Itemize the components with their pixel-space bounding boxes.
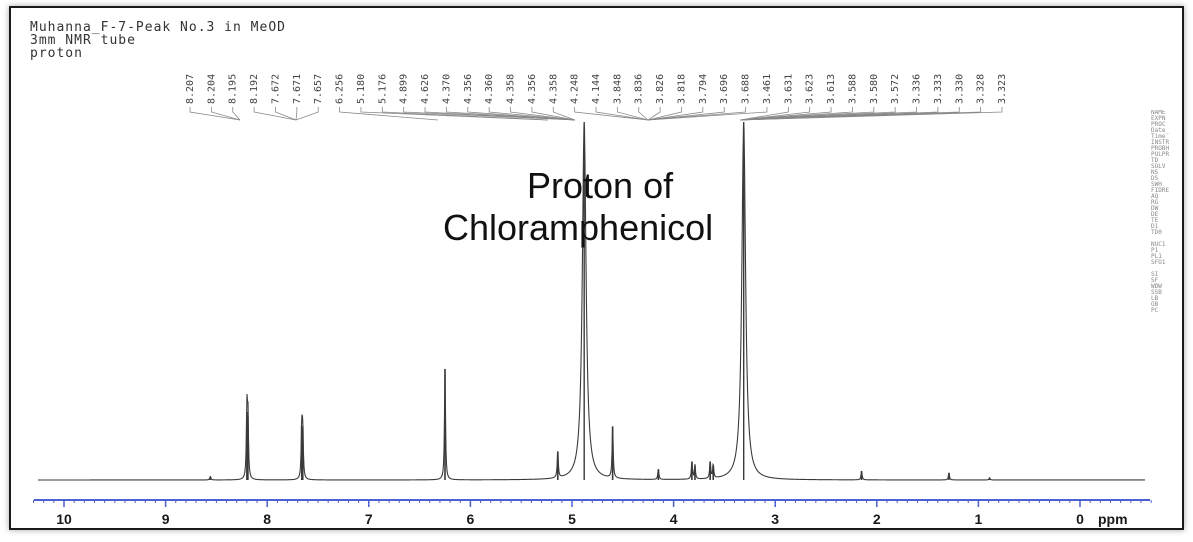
spectrum-trace-group bbox=[38, 122, 1145, 481]
peak-leader-line bbox=[295, 107, 319, 121]
x-tick-label: 10 bbox=[56, 511, 72, 527]
peak-value-label: 3.323 bbox=[997, 74, 1008, 104]
x-axis-unit-label: ppm bbox=[1098, 511, 1128, 527]
annotation-line-1: Proton of bbox=[527, 165, 674, 206]
peak-value-label: 5.180 bbox=[356, 74, 367, 104]
peak-value-label: 8.204 bbox=[206, 74, 217, 104]
peak-leader-line bbox=[638, 107, 649, 121]
x-tick-label: 6 bbox=[467, 511, 475, 527]
peak-value-label: 3.688 bbox=[741, 74, 752, 104]
peak-label-group: 8.207 8.204 8.195 8.192 7.672 7.671 7.657 6.256… bbox=[185, 74, 1008, 104]
peak-leader-line bbox=[739, 107, 789, 121]
peak-leader-line bbox=[381, 107, 549, 121]
x-tick-label: 5 bbox=[568, 511, 576, 527]
peak-value-label: 3.848 bbox=[612, 74, 623, 104]
peak-value-label: 8.195 bbox=[228, 74, 239, 104]
peak-leader-line bbox=[295, 107, 298, 121]
peak-value-label: 3.613 bbox=[826, 74, 837, 104]
peak-value-label: 4.356 bbox=[527, 74, 538, 104]
peak-value-label: 3.330 bbox=[954, 74, 965, 104]
peak-leader-line bbox=[647, 107, 682, 121]
peak-value-label: 3.631 bbox=[783, 74, 794, 104]
peak-value-label: 3.623 bbox=[805, 74, 816, 104]
peak-leader-line bbox=[647, 107, 768, 121]
peak-value-label: 7.657 bbox=[313, 74, 324, 104]
annotation-text: Proton of Chloramphenicol bbox=[443, 165, 813, 249]
peak-value-label: 3.794 bbox=[698, 74, 709, 104]
peak-value-label: 4.356 bbox=[463, 74, 474, 104]
peak-value-label: 3.580 bbox=[869, 74, 880, 104]
peak-value-label: 3.328 bbox=[976, 74, 987, 104]
x-tick-label: 9 bbox=[162, 511, 170, 527]
x-tick-label: 4 bbox=[670, 511, 678, 527]
peak-leader-line bbox=[446, 107, 576, 121]
peak-leader-line bbox=[488, 107, 576, 121]
peak-value-label: 3.336 bbox=[912, 74, 923, 104]
peak-leader-line bbox=[467, 107, 576, 121]
x-tick-label: 1 bbox=[975, 511, 983, 527]
peak-value-label: 3.461 bbox=[762, 74, 773, 104]
x-tick-label: 2 bbox=[873, 511, 881, 527]
peak-value-label: 4.248 bbox=[570, 74, 581, 104]
peak-leader-line bbox=[210, 107, 241, 121]
spectrum-trace bbox=[38, 124, 1145, 481]
peak-leader-line bbox=[739, 107, 1003, 121]
peak-leader-line bbox=[275, 107, 297, 121]
peak-value-label: 7.672 bbox=[270, 74, 281, 104]
peak-value-label: 5.176 bbox=[377, 74, 388, 104]
peak-leader-line bbox=[647, 107, 704, 121]
peak-leader-line bbox=[424, 107, 576, 121]
peak-leader-line bbox=[552, 107, 576, 121]
tube-info: 3mm NMR tube bbox=[30, 33, 136, 48]
experiment-type: proton bbox=[30, 46, 83, 61]
peak-value-label: 7.671 bbox=[292, 74, 303, 104]
peak-value-label: 4.370 bbox=[441, 74, 452, 104]
peak-value-label: 4.360 bbox=[484, 74, 495, 104]
peak-value-label: 4.626 bbox=[420, 74, 431, 104]
peak-leader-line bbox=[574, 107, 649, 121]
peak-leader-line bbox=[595, 107, 649, 121]
peak-value-label: 4.358 bbox=[548, 74, 559, 104]
peak-leader-line bbox=[339, 107, 439, 121]
peak-value-label: 8.192 bbox=[249, 74, 260, 104]
peak-leader-line bbox=[739, 107, 832, 121]
peak-value-label: 8.207 bbox=[185, 74, 196, 104]
acquisition-parameters: NAME EXPN PROC Date_ Time INSTR PROBH PU… bbox=[1151, 110, 1170, 314]
peak-leader-line bbox=[253, 107, 297, 121]
figure-border bbox=[9, 6, 1184, 530]
sample-title: Muhanna_F-7-Peak No.3 in MeOD bbox=[30, 20, 286, 35]
x-tick-label: 7 bbox=[365, 511, 373, 527]
peak-leader-line bbox=[510, 107, 576, 121]
x-tick-label: 0 bbox=[1076, 511, 1084, 527]
peak-value-label: 3.818 bbox=[676, 74, 687, 104]
peak-value-label: 3.588 bbox=[847, 74, 858, 104]
peak-value-label: 4.144 bbox=[591, 74, 602, 104]
peak-value-label: 3.826 bbox=[655, 74, 666, 104]
peak-value-label: 3.696 bbox=[719, 74, 730, 104]
peak-leader-line bbox=[647, 107, 746, 121]
peak-leader-line bbox=[531, 107, 576, 121]
peak-leader-line bbox=[616, 107, 649, 121]
peak-leader-lines bbox=[189, 107, 1003, 121]
annotation-line-2: Chloramphenicol bbox=[443, 207, 714, 248]
peak-value-label: 4.358 bbox=[506, 74, 517, 104]
peak-value-label: 3.836 bbox=[634, 74, 645, 104]
peak-value-label: 6.256 bbox=[335, 74, 346, 104]
peak-leader-line bbox=[739, 107, 853, 121]
peak-leader-line bbox=[739, 107, 811, 121]
peak-value-label: 4.899 bbox=[399, 74, 410, 104]
peak-leader-line bbox=[647, 107, 725, 121]
x-tick-label: 8 bbox=[263, 511, 271, 527]
peak-leader-line bbox=[647, 107, 661, 121]
peak-leader-line bbox=[189, 107, 241, 121]
x-tick-label: 3 bbox=[771, 511, 779, 527]
peak-value-label: 3.572 bbox=[890, 74, 901, 104]
peak-leader-line bbox=[232, 107, 241, 121]
peak-value-label: 3.333 bbox=[933, 74, 944, 104]
